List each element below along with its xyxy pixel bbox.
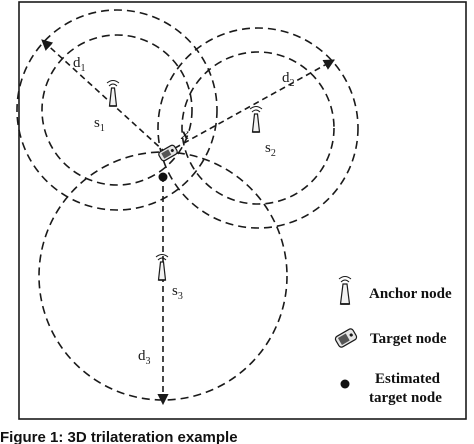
s2-label: s2: [265, 140, 276, 159]
d2-arrow: [165, 59, 335, 154]
d1-label: d1: [73, 55, 86, 74]
anchor-s2-icon: [249, 106, 263, 133]
target-x-label: x: [180, 126, 189, 143]
s2-inner-circle: [181, 51, 335, 205]
s1-inner-circle: [41, 34, 193, 186]
s1-outer-circle: [16, 9, 218, 211]
d1-arrow: [41, 39, 167, 154]
estimated-node-dot: [158, 172, 168, 182]
target-node-icon: [158, 144, 178, 162]
legend-estimated-label-line1: Estimated: [375, 371, 441, 387]
legend-estimated-dot: [340, 379, 350, 389]
legend-target-label: Target node: [370, 331, 447, 347]
anchor-s3-icon: [155, 254, 169, 281]
diagram-frame: [18, 1, 467, 420]
s3-circle: [38, 151, 288, 401]
legend-anchor-icon: [338, 276, 352, 305]
anchor-s1-icon: [106, 80, 120, 107]
d2-label: d2: [282, 70, 295, 89]
d3-label: d3: [138, 348, 151, 367]
legend-anchor-label: Anchor node: [369, 286, 452, 302]
figure-caption: Figure 1: 3D trilateration example: [0, 429, 238, 444]
s2-outer-circle: [157, 27, 359, 229]
legend-estimated-label-line2: target node: [369, 390, 442, 406]
legend-target-icon: [334, 328, 358, 348]
s3-label: s3: [172, 283, 183, 302]
s1-label: s1: [94, 115, 105, 134]
legend: Anchor node Target node Estimated target…: [334, 276, 452, 406]
